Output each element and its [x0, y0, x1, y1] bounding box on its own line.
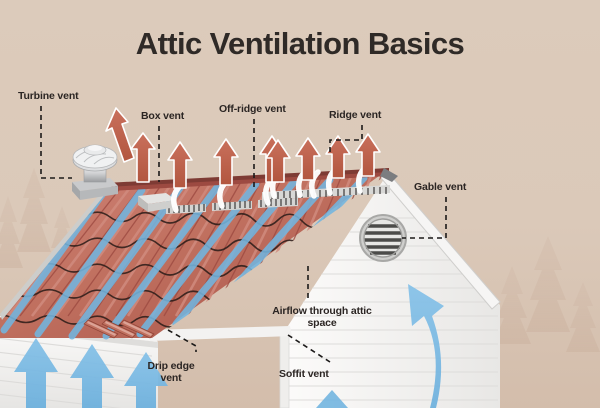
label-airflow-attic-space: Airflow through attic space [272, 305, 372, 329]
drip-edge-vent [83, 319, 155, 339]
label-soffit-vent: Soffit vent [279, 368, 329, 380]
intake-arrow-gable-small [316, 390, 348, 408]
leader-gable-vent [402, 197, 447, 239]
turbine-exhaust-arrow [105, 107, 135, 163]
intake-arrow-gable-wall [408, 284, 444, 408]
gable-vent [359, 214, 407, 262]
box-vent-exhaust-arrow [130, 132, 156, 183]
intake-arrows-front-wall [14, 338, 168, 408]
label-box-vent: Box vent [141, 110, 185, 122]
leader-ridge-vent [329, 125, 363, 155]
label-drip-edge-vent: Drip edge vent [147, 360, 195, 384]
turbine-vent [72, 144, 118, 200]
label-gable-vent: Gable vent [414, 181, 467, 193]
box-vent [138, 193, 176, 212]
leader-drip-edge-vent [167, 329, 197, 352]
label-ridge-vent: Ridge vent [329, 109, 382, 121]
exhaust-arrows [105, 107, 381, 213]
leader-turbine-vent [40, 106, 72, 179]
leader-soffit-vent [287, 334, 331, 363]
page-title: Attic Ventilation Basics [135, 26, 465, 61]
label-off-ridge-vent: Off-ridge vent [219, 103, 286, 115]
label-turbine-vent: Turbine vent [18, 90, 79, 102]
